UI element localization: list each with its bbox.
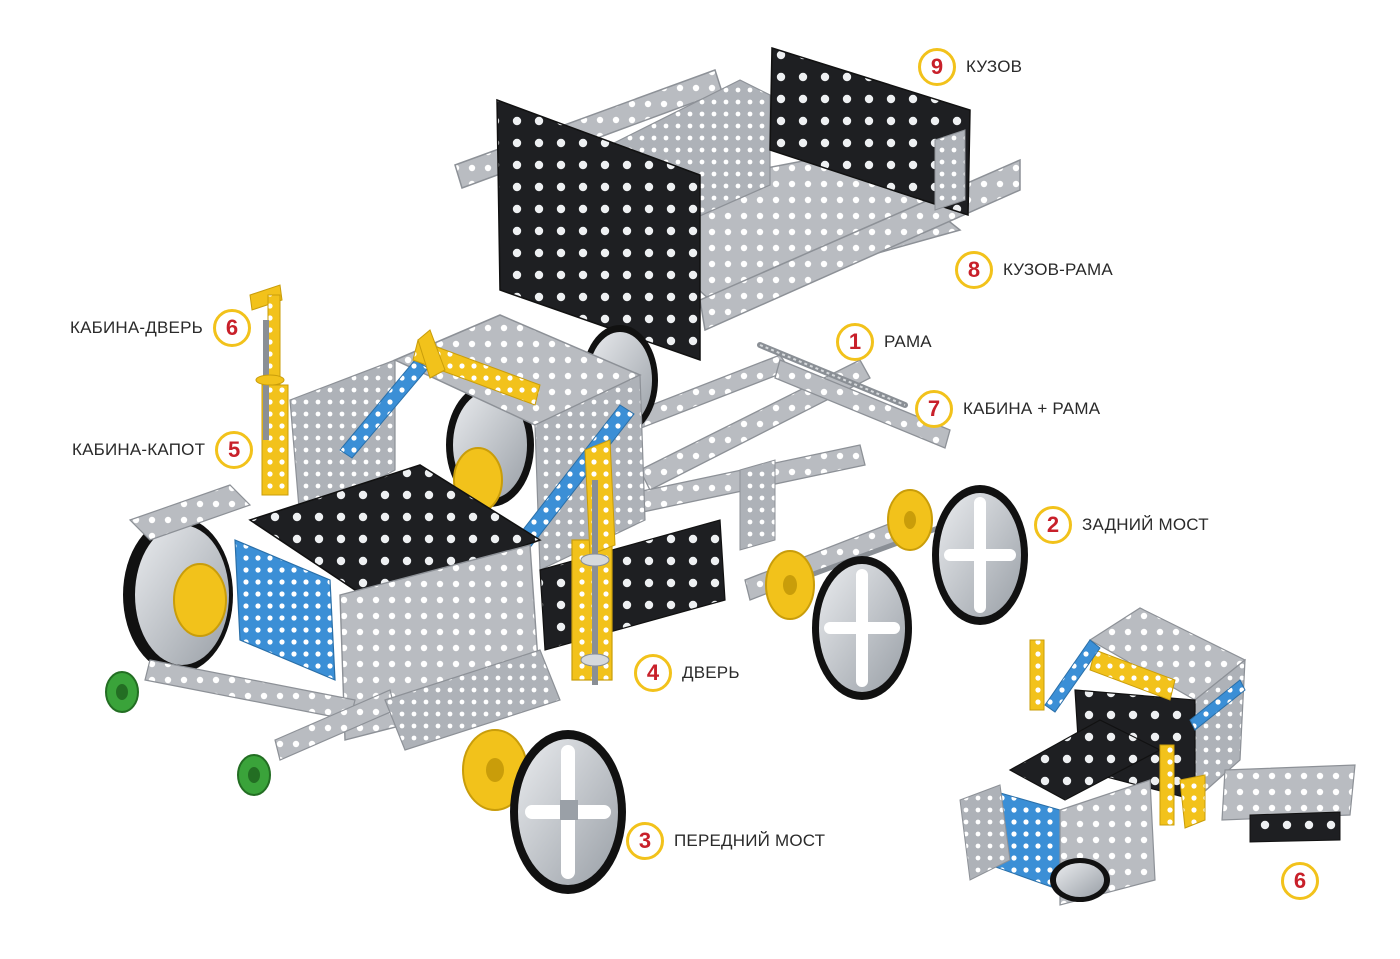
step-badge: 1	[836, 323, 874, 361]
callout-8-body-frame: 8 КУЗОВ-РАМА	[955, 251, 1113, 289]
callout-label: КАБИНА-КАПОТ	[72, 440, 206, 459]
callout-3-front-axle: 3 ПЕРЕДНИЙ МОСТ	[626, 822, 825, 860]
step-badge: 6	[1281, 862, 1319, 900]
step-badge: 3	[626, 822, 664, 860]
step-badge: 9	[918, 48, 956, 86]
callout-label: КАБИНА-ДВЕРЬ	[70, 318, 203, 337]
callout-label: КАБИНА + РАМА	[963, 399, 1101, 418]
callout-6-cab-door: КАБИНА-ДВЕРЬ 6	[70, 309, 251, 347]
callout-4-door: 4 ДВЕРЬ	[634, 654, 740, 692]
callout-7-cab-frame: 7 КАБИНА + РАМА	[915, 390, 1100, 428]
callout-5-cab-hood: КАБИНА-КАПОТ 5	[72, 431, 254, 469]
callout-label: ЗАДНИЙ МОСТ	[1082, 515, 1209, 534]
chassis-frame	[599, 342, 951, 551]
callout-label: ДВЕРЬ	[682, 663, 740, 682]
callout-2-rear-axle: 2 ЗАДНИЙ МОСТ	[1034, 506, 1209, 544]
cab-assembly	[105, 314, 726, 796]
step-badge: 7	[915, 390, 953, 428]
step-badge: 6	[212, 309, 251, 347]
callout-label: КУЗОВ	[966, 57, 1023, 76]
rear-axle	[744, 485, 1028, 700]
step-badge: 5	[215, 431, 254, 469]
callout-9-body: 9 КУЗОВ	[918, 48, 1022, 86]
front-axle	[462, 729, 626, 894]
callout-label: ПЕРЕДНИЙ МОСТ	[674, 831, 826, 850]
step-badge: 4	[634, 654, 672, 692]
door-piece	[571, 439, 616, 685]
callout-label: КУЗОВ-РАМА	[1003, 260, 1113, 279]
step-badge: 2	[1034, 506, 1072, 544]
cargo-body	[454, 46, 1021, 362]
step-badge: 8	[955, 251, 993, 289]
callout-label: РАМА	[884, 332, 932, 351]
inset-cab-assembly	[959, 607, 1356, 906]
callout-6-inset: 6	[1281, 862, 1319, 900]
callout-1-frame: 1 РАМА	[836, 323, 932, 361]
cab-door-piece	[249, 284, 289, 496]
